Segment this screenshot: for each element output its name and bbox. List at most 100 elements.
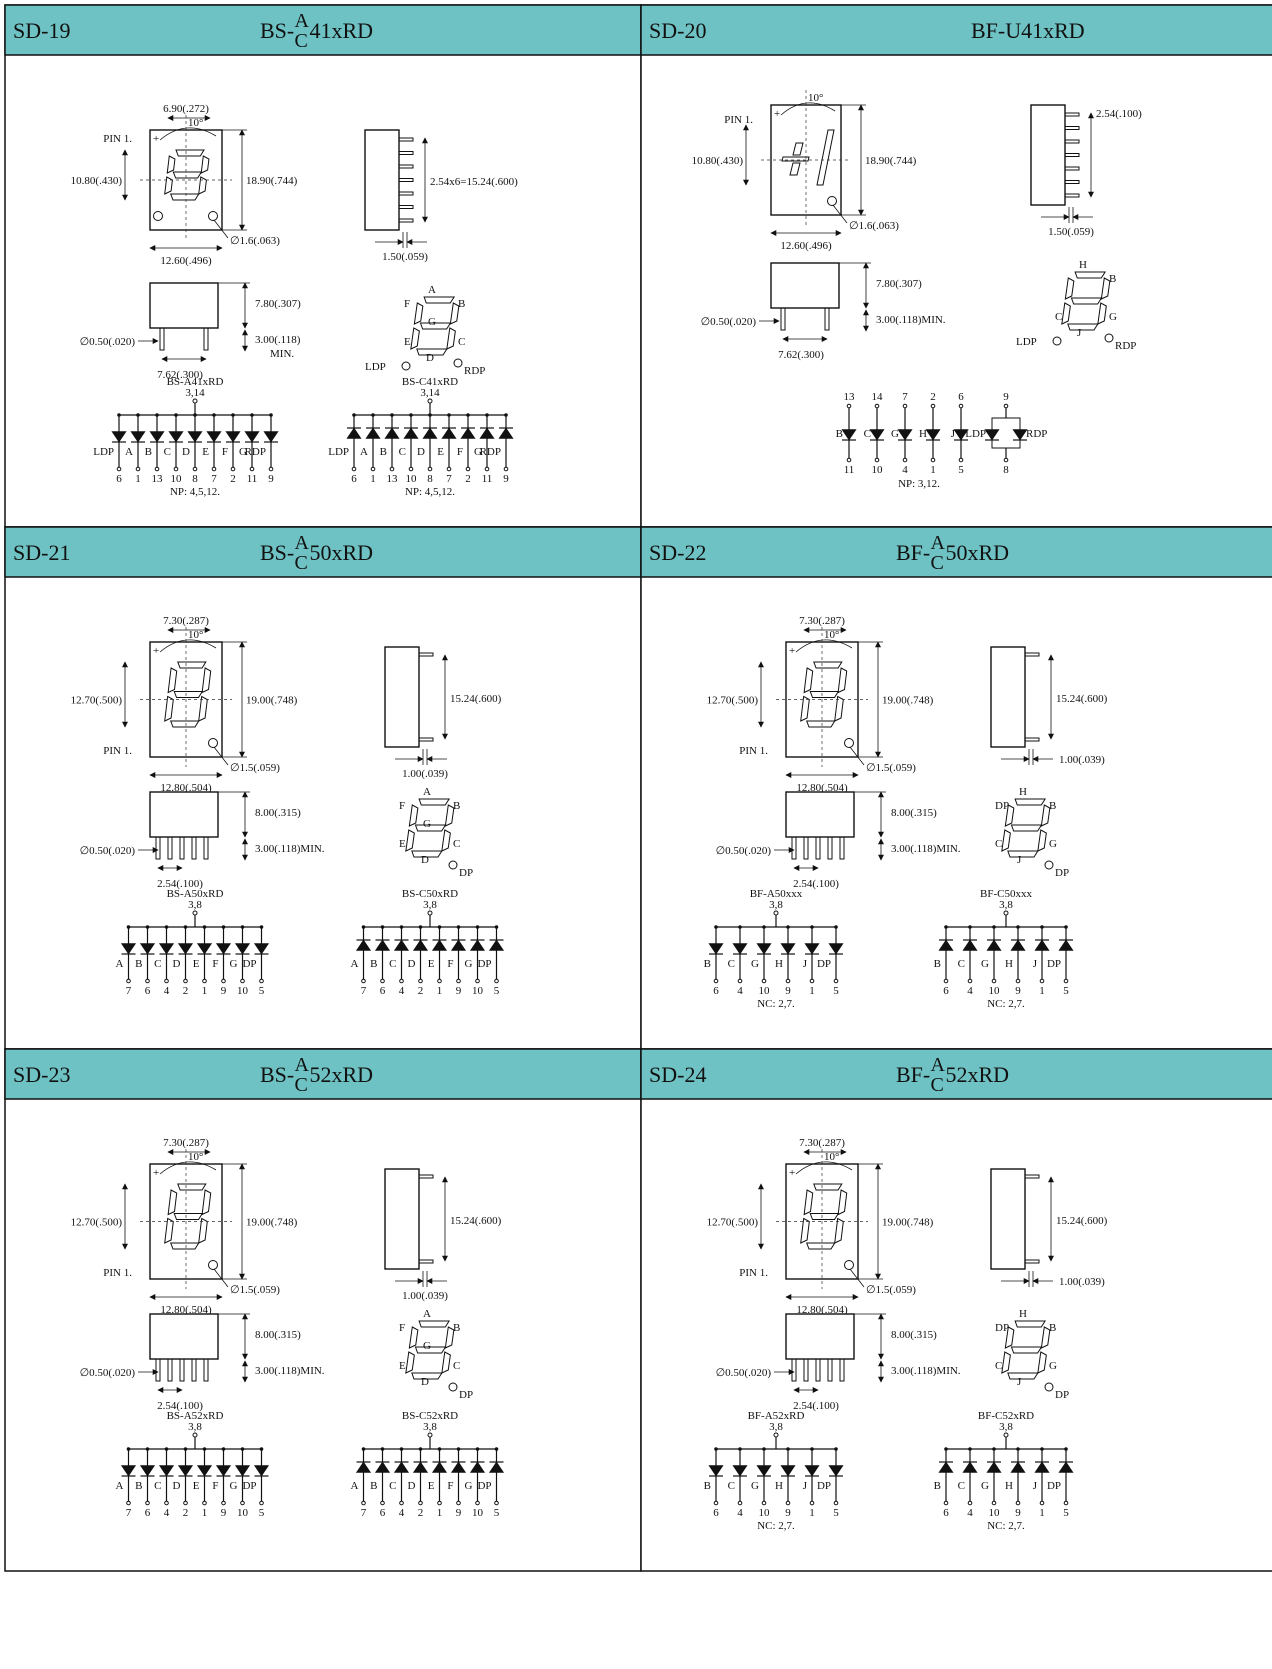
pin1-marker: + (789, 645, 795, 657)
segment (169, 1242, 200, 1250)
segment-label: H (919, 428, 927, 440)
segment-letter: A (423, 786, 431, 798)
common-pin: 3,8 (423, 899, 437, 911)
digit-width-dim: 7.30(.287) (163, 615, 209, 627)
segment-label: G (239, 446, 247, 458)
arrowhead (239, 1273, 245, 1280)
segment (1014, 798, 1047, 806)
segment-letter: B (453, 1322, 460, 1334)
diode-symbol (460, 427, 476, 439)
rdp-dot (1044, 1382, 1054, 1392)
title-prefix: BS- (260, 540, 294, 565)
segment-label: A (116, 958, 124, 970)
segment-letter: B (458, 298, 465, 310)
pin-length-dim: 3.00(.118)MIN. (255, 843, 325, 855)
common-terminal (192, 398, 198, 404)
pin-terminal (211, 466, 217, 472)
bottom-pin (827, 1358, 833, 1382)
diode-symbol (962, 1461, 978, 1473)
pin-terminal (1063, 1500, 1069, 1506)
segment-letter: C (1055, 311, 1062, 323)
diode-symbol (412, 939, 429, 951)
hole-dim: ∅1.6(.063) (230, 235, 280, 247)
pin-number: 9 (785, 985, 791, 997)
rdp-label: RDP (1115, 340, 1136, 352)
pin-number: 4 (967, 985, 973, 997)
common-terminal (773, 1432, 779, 1438)
ldp-label: LDP (365, 361, 386, 373)
bottom-pin (815, 1358, 821, 1382)
pin-number: 1 (1039, 1507, 1045, 1519)
pin-terminal (145, 978, 150, 984)
segment-label: G (230, 1480, 238, 1492)
side-body (990, 1168, 1026, 1270)
pin-terminal (361, 978, 366, 984)
rdp-dot (448, 1382, 458, 1392)
segment (837, 1189, 848, 1216)
pin-terminal (437, 1500, 442, 1506)
pin-terminal (846, 457, 852, 463)
diode-symbol (938, 1461, 954, 1473)
segment-label: H (1005, 1480, 1013, 1492)
pin-number: 2 (418, 1507, 424, 1519)
segment (444, 1326, 455, 1349)
segment-label: G (751, 1480, 759, 1492)
arrowhead (216, 245, 223, 251)
pin-number: 10 (237, 985, 249, 997)
angle-arc (159, 1161, 217, 1175)
pin-terminal (902, 403, 908, 409)
arrowhead (878, 791, 884, 798)
pin-terminal (173, 466, 179, 472)
pin-note: NP: 4,5,12. (405, 486, 455, 498)
pin-number: 14 (872, 391, 884, 403)
pin-terminal (874, 457, 880, 463)
angle-label: 10° (824, 1151, 839, 1163)
segment (441, 829, 451, 852)
pin-number: 10 (759, 985, 771, 997)
segment-label: J (803, 1480, 808, 1492)
diode-symbol (253, 1465, 270, 1477)
pin-terminal (446, 466, 452, 472)
arrowhead (442, 654, 448, 661)
angle-arc (795, 1161, 853, 1175)
decimal-point (208, 211, 218, 221)
pin-number: 1 (202, 985, 208, 997)
segment-letter: D (426, 352, 434, 364)
panel-frame (640, 4, 1272, 528)
pin1-marker: + (153, 133, 159, 145)
diode-symbol (1012, 429, 1028, 441)
rdp-label: DP (459, 867, 473, 879)
title-suffix: 52xRD (946, 1062, 1010, 1087)
segment-label: B (704, 958, 711, 970)
arrowhead (875, 1273, 881, 1280)
side-view: 15.24(.600)1.00(.039) (990, 646, 1108, 766)
diode-symbol (355, 1461, 372, 1473)
segment-label: DP (477, 1480, 491, 1492)
arrowhead (422, 216, 428, 223)
common-pin: 3,8 (999, 1421, 1013, 1433)
arrowhead (793, 1387, 800, 1393)
segment-label: J (951, 428, 956, 440)
segment-letter: B (1049, 800, 1056, 812)
arrowhead (242, 282, 248, 289)
digit-glyph (164, 149, 210, 201)
segment-label: H (775, 958, 783, 970)
pin-terminal (475, 978, 480, 984)
segment-letter: DP (995, 800, 1009, 812)
segment-label: DP (817, 1480, 831, 1492)
diode-symbol (869, 429, 885, 441)
segment (201, 667, 212, 694)
segment-label: E (428, 1480, 435, 1492)
pin-terminal (484, 466, 490, 472)
circuit-name: BS-C41xRD (402, 376, 458, 388)
diode-symbol (168, 431, 184, 443)
hole-dim: ∅1.5(.059) (866, 1284, 916, 1296)
thickness-dim: 1.50(.059) (1048, 226, 1094, 238)
segment (164, 1217, 174, 1244)
segment (1001, 829, 1011, 852)
segment-label: B (380, 446, 387, 458)
circuit-name: BF-C52xRD (978, 1410, 1034, 1422)
